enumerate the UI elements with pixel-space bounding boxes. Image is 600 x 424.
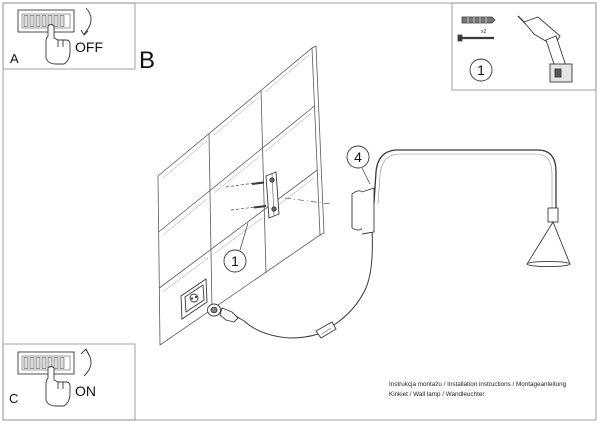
lamp-mount-callout-number: 4 — [354, 149, 362, 165]
panel-b-letter: B — [139, 47, 155, 74]
panel-a-letter: A — [10, 51, 19, 66]
panel-a: A OFF — [2, 2, 136, 70]
drill-icon — [517, 15, 573, 83]
panel-c-frame — [2, 343, 136, 421]
tools-callout-number: 1 — [477, 62, 485, 78]
lamp-cable — [333, 229, 373, 326]
tools-box-frame — [451, 2, 597, 91]
plug-icon — [207, 303, 247, 323]
wall-plug-icon — [461, 16, 496, 24]
tools-box: x2 1 — [451, 2, 597, 91]
wall-screw-callout-number: 1 — [231, 253, 239, 269]
page-frame — [2, 2, 597, 421]
panel-c: C ON — [2, 343, 136, 421]
rotate-arrow-icon — [83, 7, 92, 35]
caption-line-1: Instrukcja montażu / Installation instru… — [389, 381, 567, 388]
panel-a-action: OFF — [75, 39, 103, 55]
breaker-switch-icon — [17, 9, 75, 33]
mounting-bracket — [265, 171, 280, 219]
rotate-arrow-icon — [83, 349, 92, 377]
caption-line-2: Kinkiet / Wall lamp / Wandleuchter — [389, 391, 484, 398]
wall-screw-leader — [239, 222, 249, 251]
panel-a-frame — [2, 2, 136, 70]
tools-callout-circle — [469, 58, 493, 82]
mount-axis-line — [284, 197, 331, 205]
screw-icon — [457, 34, 494, 42]
wall-screw-callout-circle — [223, 249, 247, 273]
power-cable — [244, 321, 319, 339]
wall-lamp — [351, 149, 571, 268]
wall-socket-icon — [180, 278, 208, 320]
hand-icon — [45, 366, 71, 407]
lamp-mount-leader — [361, 167, 371, 185]
fixings-quantity: x2 — [481, 29, 487, 35]
lamp-mount-callout-circle — [346, 145, 370, 169]
breaker-switch-icon — [17, 351, 75, 375]
hand-icon — [45, 24, 71, 65]
panel-c-action: ON — [75, 383, 96, 399]
inline-switch-icon — [315, 321, 337, 339]
wall-screws — [225, 181, 267, 211]
panel-c-letter: C — [9, 391, 18, 406]
